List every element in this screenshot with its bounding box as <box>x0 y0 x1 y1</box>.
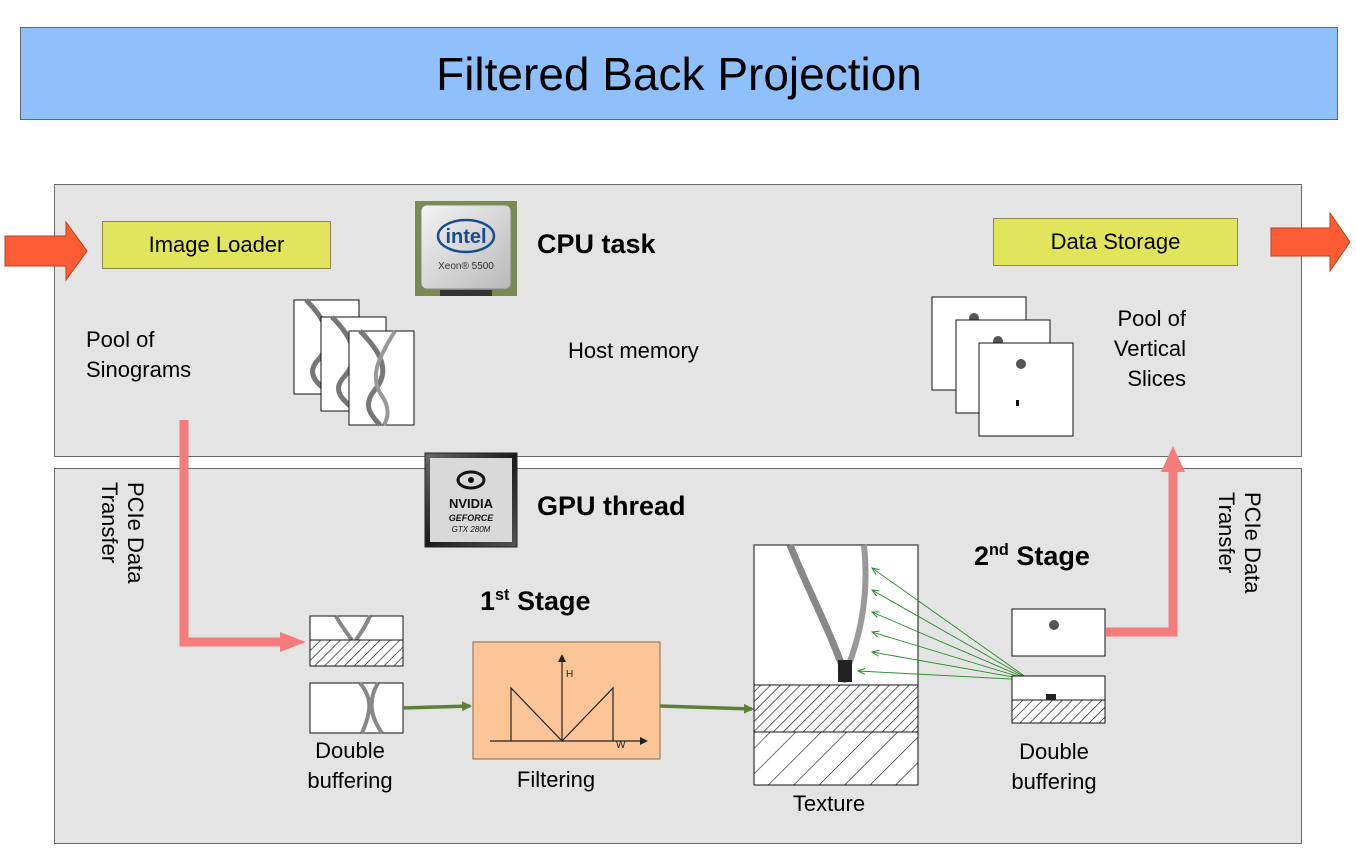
slice-card <box>978 342 1074 437</box>
texture-label: Texture <box>792 791 866 816</box>
cpu-task-heading: CPU task <box>537 229 656 259</box>
nvidia-model-text: GTX 280M <box>452 525 491 534</box>
intel-chip-icon: intel Xeon® 5500 <box>415 201 517 296</box>
double-buffering-right-label: Double buffering <box>1011 739 1097 794</box>
pool-slices-label: Pool of Vertical Slices <box>1113 306 1186 391</box>
output-arrow <box>1270 211 1351 273</box>
output-buffer-top <box>1011 608 1106 657</box>
title-bar: Filtered Back Projection <box>20 27 1338 120</box>
host-memory-label: Host memory <box>568 338 699 363</box>
pcie-in-arrowhead <box>280 632 306 652</box>
projection-rays <box>858 568 1031 681</box>
intel-brand-text: intel <box>445 226 486 248</box>
image-loader-box: Image Loader <box>102 221 331 269</box>
pool-sinograms-label: Pool of Sinograms <box>86 327 192 382</box>
data-storage-label: Data Storage <box>1050 229 1181 254</box>
nvidia-brand-text: NVIDIA <box>449 496 494 511</box>
pcie-out-arrow <box>1106 470 1178 637</box>
nvidia-chip-icon: NVIDIA GEFORCE GTX 280M <box>424 452 518 548</box>
filter-w-label: W <box>616 740 626 751</box>
image-loader-label: Image Loader <box>148 232 285 257</box>
pcie-out-arrowhead <box>1161 446 1185 472</box>
buffer-to-filter-arrow <box>402 701 472 712</box>
input-buffer-bottom <box>309 681 404 735</box>
sinogram-card <box>348 329 415 427</box>
sinogram-stack <box>293 298 415 427</box>
pcie-in-arrow <box>179 420 282 647</box>
nvidia-line-text: GEFORCE <box>449 513 495 523</box>
double-buffering-left-label: Double buffering <box>307 738 393 793</box>
filter-h-label: H <box>566 669 573 680</box>
filter-box: H W <box>472 641 661 760</box>
output-buffer-bottom <box>1011 675 1106 724</box>
filter-to-texture-arrow <box>659 703 754 714</box>
input-arrow <box>4 220 88 282</box>
stage2-heading: 2nd Stage <box>974 541 1090 571</box>
stage1-heading: 1st Stage <box>480 586 591 616</box>
texture-block <box>753 543 919 786</box>
input-buffer-top <box>309 615 404 667</box>
gpu-thread-heading: GPU thread <box>537 491 686 521</box>
data-storage-box: Data Storage <box>993 218 1238 266</box>
page-title: Filtered Back Projection <box>436 47 922 100</box>
slice-stack <box>931 296 1074 437</box>
intel-model-text: Xeon® 5500 <box>438 261 494 272</box>
filtering-label: Filtering <box>516 767 596 792</box>
